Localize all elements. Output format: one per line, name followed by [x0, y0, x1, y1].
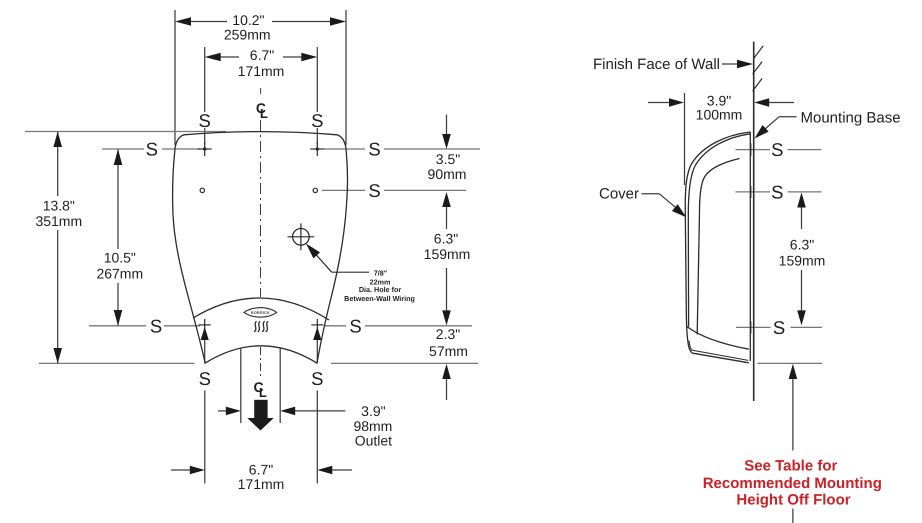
svg-text:6.7": 6.7" [250, 47, 274, 63]
svg-text:Cover: Cover [599, 185, 639, 202]
svg-text:267mm: 267mm [96, 266, 143, 282]
svg-text:90mm: 90mm [428, 166, 467, 182]
svg-text:3.9": 3.9" [361, 403, 385, 419]
svg-text:351mm: 351mm [35, 213, 82, 229]
svg-text:S: S [368, 139, 380, 160]
svg-text:171mm: 171mm [238, 476, 285, 492]
svg-text:BOBRICK: BOBRICK [251, 311, 270, 315]
svg-text:171mm: 171mm [238, 63, 285, 79]
svg-text:Finish Face of Wall: Finish Face of Wall [593, 56, 720, 73]
svg-text:C: C [254, 379, 264, 395]
svg-text:259mm: 259mm [224, 26, 271, 42]
svg-text:Dia. Hole for: Dia. Hole for [359, 285, 402, 294]
svg-text:22mm: 22mm [370, 277, 391, 286]
svg-text:L: L [260, 106, 268, 121]
svg-text:S: S [199, 368, 211, 389]
svg-text:98mm: 98mm [353, 418, 392, 434]
svg-text:C: C [256, 100, 266, 116]
svg-text:S: S [150, 315, 162, 336]
svg-text:S: S [311, 110, 323, 131]
svg-text:13.8": 13.8" [43, 197, 75, 213]
svg-text:S: S [771, 181, 783, 202]
svg-text:159mm: 159mm [779, 253, 826, 269]
svg-text:S: S [773, 317, 785, 338]
svg-text:2.3": 2.3" [436, 326, 460, 342]
svg-text:57mm: 57mm [429, 343, 468, 359]
svg-text:S: S [771, 139, 783, 160]
svg-text:3.9": 3.9" [707, 92, 731, 108]
svg-text:Recommended Mounting: Recommended Mounting [703, 475, 882, 492]
svg-text:3.5": 3.5" [436, 151, 460, 167]
svg-text:S: S [199, 110, 211, 131]
svg-text:Between-Wall Wiring: Between-Wall Wiring [344, 294, 415, 303]
svg-text:6.3": 6.3" [790, 236, 814, 252]
svg-text:Outlet: Outlet [355, 432, 392, 448]
svg-text:Height Off Floor: Height Off Floor [736, 491, 850, 508]
svg-text:Mounting Base: Mounting Base [801, 110, 901, 127]
svg-text:6.3": 6.3" [434, 230, 458, 246]
svg-text:100mm: 100mm [696, 106, 743, 122]
svg-text:10.5": 10.5" [104, 249, 136, 265]
svg-text:7/8": 7/8" [374, 268, 387, 277]
svg-text:159mm: 159mm [424, 246, 471, 262]
svg-text:S: S [146, 139, 158, 160]
svg-text:S: S [349, 315, 361, 336]
svg-text:6.7": 6.7" [249, 461, 273, 477]
svg-text:S: S [368, 180, 380, 201]
svg-text:L: L [259, 385, 267, 400]
svg-text:S: S [311, 368, 323, 389]
svg-text:10.2": 10.2" [232, 12, 264, 28]
svg-text:See Table for: See Table for [744, 457, 837, 474]
